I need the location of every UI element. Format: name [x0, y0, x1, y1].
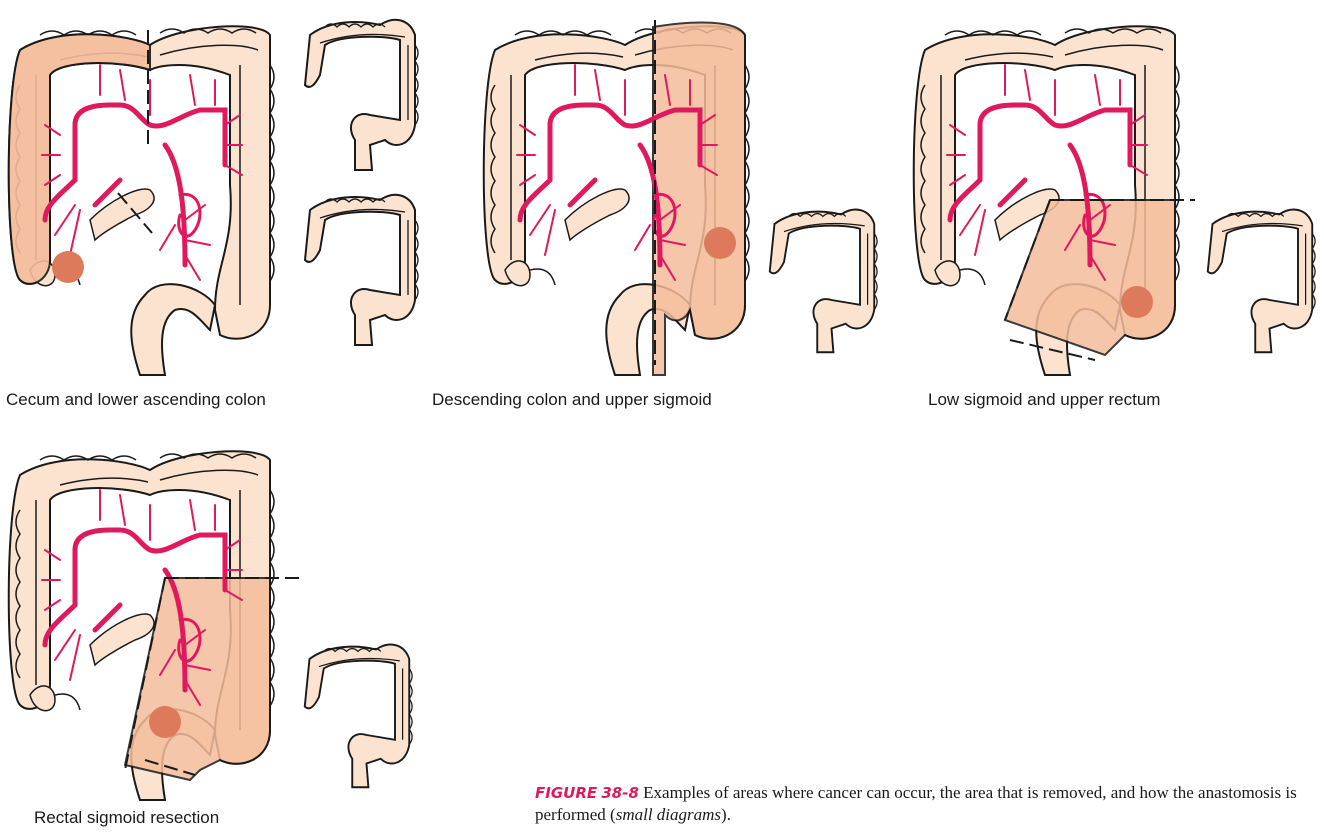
anastomosis-diagram-1b [305, 195, 418, 345]
removed-region [9, 34, 150, 284]
tumor-marker [52, 251, 84, 283]
panel-rectal: Rectal sigmoid resection [0, 425, 440, 805]
colon-diagram-3 [905, 0, 1324, 375]
figure-caption: FIGURE 38-8 Examples of areas where canc… [535, 782, 1320, 825]
removed-region [653, 22, 745, 375]
anastomosis-diagram-2 [770, 210, 877, 353]
colon-diagram-1 [0, 0, 440, 375]
anastomosis-diagram-1a [305, 20, 418, 170]
anastomosis-diagram-4 [305, 645, 412, 788]
colon-diagram-2 [470, 0, 890, 375]
figure-label: FIGURE [535, 784, 597, 802]
tumor-marker [704, 227, 736, 259]
figure-number: 38-8 [601, 784, 639, 802]
figure-text-italic: small diagrams [616, 805, 721, 824]
tumor-marker [1121, 286, 1153, 318]
anastomosis-diagram-3 [1208, 210, 1315, 353]
caption-panel-2: Descending colon and upper sigmoid [432, 390, 712, 410]
caption-panel-3: Low sigmoid and upper rectum [928, 390, 1160, 410]
colon-diagram-4 [0, 425, 440, 790]
caption-panel-1: Cecum and lower ascending colon [6, 390, 266, 410]
removed-region [125, 578, 270, 780]
tumor-marker [149, 706, 181, 738]
figure-text-end: ). [721, 805, 731, 824]
panel-descending: Descending colon and upper sigmoid [470, 0, 890, 380]
panel-low-sigmoid: Low sigmoid and upper rectum [905, 0, 1324, 380]
panel-cecum: Cecum and lower ascending colon [0, 0, 440, 380]
caption-panel-4: Rectal sigmoid resection [34, 808, 219, 828]
